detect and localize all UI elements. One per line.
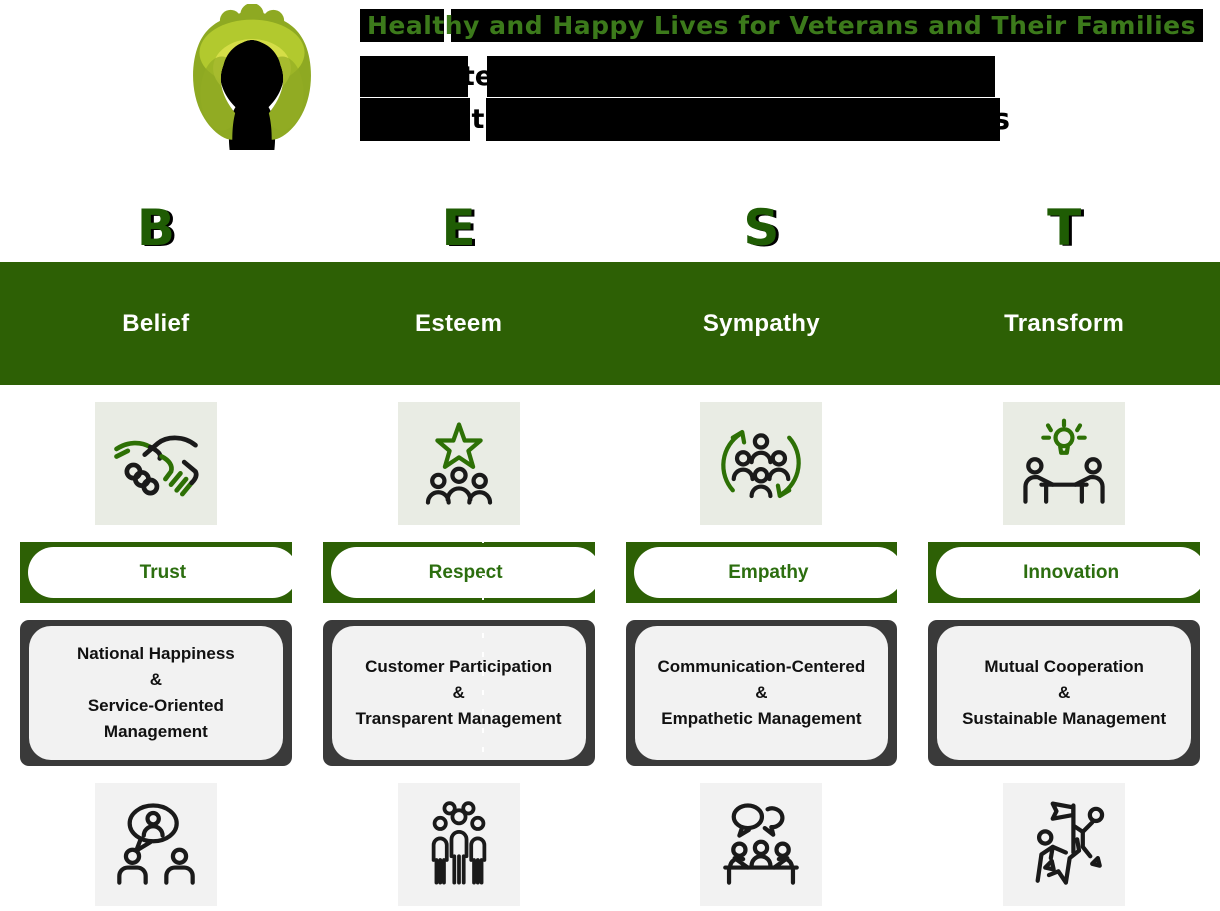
handshake-icon — [114, 435, 199, 496]
redacted-title-line1: te — [360, 56, 995, 97]
trust-pill: Trust — [20, 542, 298, 603]
green-wreath-logo — [193, 4, 311, 150]
empathy-pill-label: Empathy — [633, 547, 904, 598]
crowd-icon — [431, 800, 486, 884]
strategy-card-row: National Happiness & Service-Oriented Ma… — [20, 620, 1200, 766]
sympathy-icon-tile — [700, 402, 823, 525]
sympathy-bottom-tile — [700, 783, 823, 906]
respect-pill-label: Respect — [330, 547, 601, 598]
redacted-title-line2: t s — [360, 98, 1010, 141]
sympathy-strategy-card: Communication-Centered & Empathetic Mana… — [625, 620, 898, 766]
esteem-bottom-tile — [397, 783, 520, 906]
belief-strategy-text: National Happiness & Service-Oriented Ma… — [29, 626, 283, 760]
transform-strategy-card: Mutual Cooperation & Sustainable Managem… — [928, 620, 1200, 766]
acronym-letters-row: B E S T — [20, 198, 1200, 258]
title-line2-trailing-letter: s — [992, 102, 1010, 136]
acronym-letter-s: S — [743, 199, 780, 257]
transform-icon-tile — [1003, 402, 1126, 525]
belief-strategy-card: National Happiness & Service-Oriented Ma… — [20, 620, 292, 766]
transform-strategy-text: Mutual Cooperation & Sustainable Managem… — [937, 626, 1191, 760]
band-word-esteem: Esteem — [415, 309, 503, 337]
table-talk-icon — [723, 802, 800, 885]
tagline-highlight-gap — [444, 9, 451, 42]
acronym-letter-e: E — [441, 199, 476, 257]
empathy-pill: Empathy — [625, 542, 904, 603]
transform-bottom-tile — [1003, 783, 1126, 906]
redacted-title: te t s — [360, 56, 1010, 141]
top-icon-row — [20, 402, 1200, 525]
star-people-icon — [425, 421, 492, 505]
sympathy-strategy-text: Communication-Centered & Empathetic Mana… — [634, 626, 889, 760]
belief-icon-tile — [94, 402, 217, 525]
discussion-bubble-icon — [117, 802, 195, 885]
header-tagline: Healthy and Happy Lives for Veterans and… — [360, 9, 1204, 42]
belief-bottom-tile — [94, 783, 217, 906]
tagline-text: Healthy and Happy Lives for Veterans and… — [367, 11, 1197, 40]
value-pill-row: Trust Respect Empathy Innovation — [20, 542, 1206, 603]
values-band: Belief Esteem Sympathy Transform — [0, 262, 1220, 385]
idea-meeting-icon — [1023, 418, 1105, 504]
band-word-transform: Transform — [1004, 309, 1125, 337]
esteem-icon-tile — [397, 402, 520, 525]
trust-pill-label: Trust — [28, 547, 298, 598]
acronym-letter-b: B — [136, 199, 175, 257]
esteem-strategy-text: Customer Participation & Transparent Man… — [331, 626, 586, 760]
innovation-pill-label: Innovation — [936, 547, 1206, 598]
esteem-strategy-card: Customer Participation & Transparent Man… — [322, 620, 595, 766]
band-word-belief: Belief — [122, 309, 190, 337]
title-line1-visible-letters: te — [468, 56, 487, 97]
respect-pill: Respect — [322, 542, 601, 603]
flag-team-icon — [1035, 801, 1105, 885]
title-line2-visible-letter: t — [470, 98, 486, 141]
band-word-sympathy: Sympathy — [702, 309, 820, 337]
bottom-icon-row — [20, 783, 1200, 906]
people-cycle-icon — [721, 429, 802, 498]
acronym-letter-t: T — [1047, 199, 1082, 257]
innovation-pill: Innovation — [928, 542, 1206, 603]
stitch-seam-artifact — [482, 538, 484, 776]
